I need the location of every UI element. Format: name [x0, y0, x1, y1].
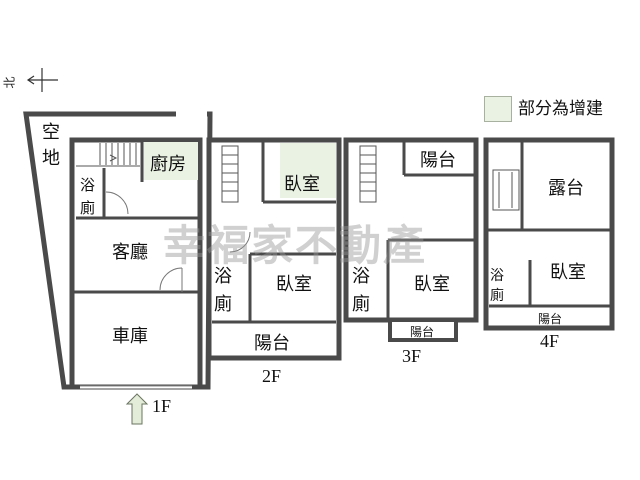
- f3-balcony-bottom-label: 陽台: [410, 324, 434, 339]
- f1-yard-label-2: 地: [42, 148, 60, 169]
- f4-bath-label-1: 浴: [490, 268, 504, 284]
- f3-balcony-top-label: 陽台: [420, 150, 456, 171]
- north-label: 北: [2, 76, 17, 89]
- f1-garage-label: 車庫: [112, 326, 148, 347]
- f2-floor-label: 2F: [262, 366, 281, 386]
- f3-bedroom-label: 臥室: [414, 274, 450, 295]
- floor-1f: 空 地 廚房 浴 廁 客廳 車庫 1F: [23, 111, 213, 425]
- f4-balcony-label: 陽台: [538, 311, 562, 326]
- compass-arrow: [26, 68, 58, 92]
- f1-floor-label: 1F: [152, 396, 171, 416]
- watermark: 幸福家不動產: [163, 221, 428, 270]
- f2-bedroom-b-label: 臥室: [276, 274, 312, 295]
- f3-bath-label-1: 浴: [352, 266, 370, 287]
- f4-floor-label: 4F: [540, 331, 559, 351]
- f3-bath-label-2: 廁: [352, 293, 370, 315]
- f1-yard-label-1: 空: [42, 122, 60, 143]
- floor-2f: 臥室 浴 廁 臥室 陽台 2F: [206, 137, 342, 386]
- legend-label: 部分為增建: [518, 99, 603, 119]
- f4-outline: [483, 137, 615, 331]
- f3-stairs: [359, 145, 377, 203]
- f2-bedroom-a-area: [280, 143, 336, 198]
- f3-floor-label: 3F: [402, 346, 421, 366]
- f3-outline: [343, 137, 479, 323]
- f1-stairs: [76, 143, 140, 167]
- entrance-arrow: [125, 393, 149, 425]
- f4-bedroom-label: 臥室: [550, 262, 586, 283]
- f4-terrace-label: 露台: [548, 178, 584, 199]
- f1-living-label: 客廳: [112, 242, 148, 263]
- f1-bath-label-2: 廁: [80, 199, 95, 217]
- f1-bath-label-1: 浴: [80, 176, 95, 194]
- f3-lower-balcony: [388, 318, 458, 342]
- floor-4f: 露台 浴 廁 臥室 陽台 4F: [483, 137, 615, 351]
- f1-kitchen-area: [142, 142, 198, 180]
- floor-3f: 陽台 浴 廁 臥室 陽台 3F: [343, 137, 479, 366]
- f1-kitchen-label: 廚房: [150, 153, 186, 175]
- yard-outline: [23, 111, 213, 390]
- f2-stairs: [221, 145, 239, 203]
- f2-bath-label-2: 廁: [214, 293, 232, 315]
- f2-bedroom-a-label: 臥室: [284, 174, 320, 195]
- f4-stairs: [492, 169, 520, 211]
- f1-outline: [69, 137, 203, 390]
- f2-bath-label-1: 浴: [214, 266, 232, 287]
- legend-swatch: [484, 96, 512, 122]
- f2-balcony-label: 陽台: [254, 333, 290, 354]
- f4-bath-label-2: 廁: [490, 287, 504, 304]
